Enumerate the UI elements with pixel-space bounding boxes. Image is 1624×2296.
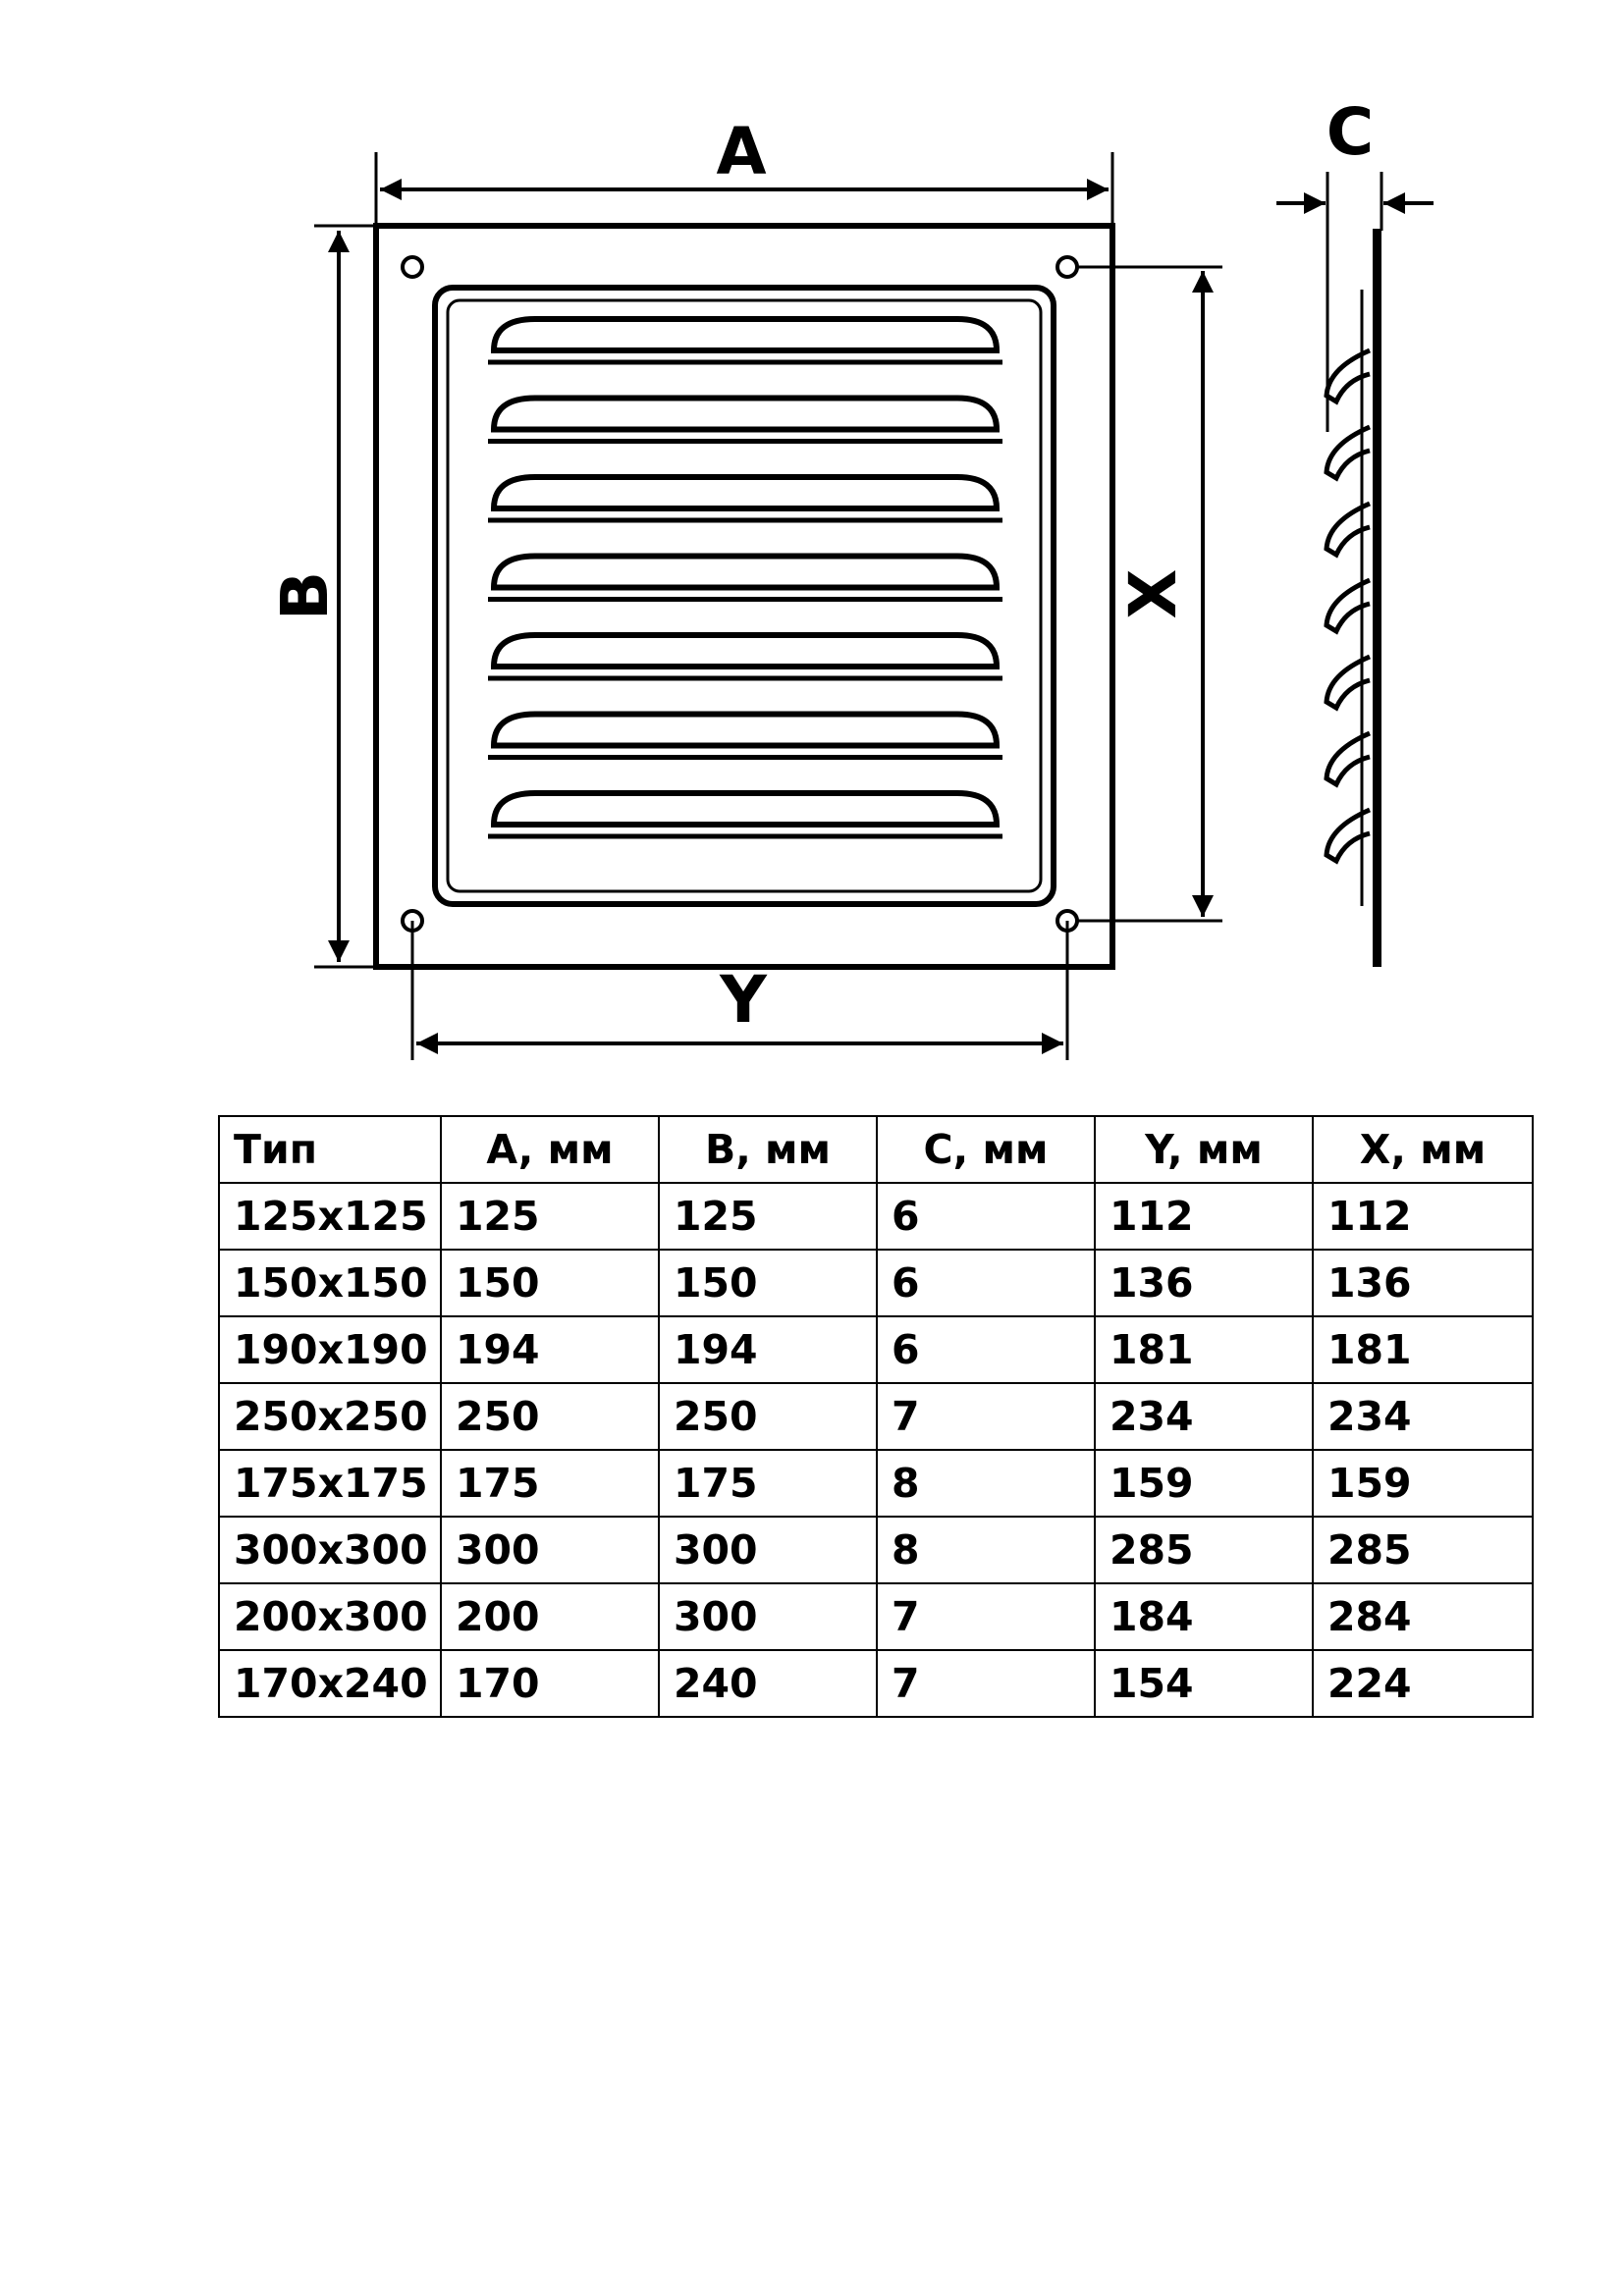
cell-c: 7 [876, 1382, 1096, 1451]
cell-c: 6 [876, 1182, 1096, 1251]
cell-y: 159 [1094, 1449, 1314, 1518]
cell-x: 112 [1312, 1182, 1534, 1251]
side-louvre [1324, 807, 1371, 865]
cell-a: 125 [440, 1182, 660, 1251]
cell-a: 194 [440, 1315, 660, 1384]
cell-x: 285 [1312, 1516, 1534, 1584]
header-y: Y, мм [1094, 1115, 1314, 1184]
cell-b: 300 [658, 1582, 878, 1651]
table-row: 150x150 150 150 6 136 136 [218, 1249, 1534, 1317]
louvre-slat [490, 474, 1001, 511]
cell-y: 184 [1094, 1582, 1314, 1651]
dim-a-label: A [716, 114, 766, 189]
grille-side-view [1324, 229, 1381, 967]
table-row: 175x175 175 175 8 159 159 [218, 1449, 1534, 1518]
side-louvre [1324, 654, 1371, 712]
cell-a: 150 [440, 1249, 660, 1317]
cell-x: 224 [1312, 1649, 1534, 1718]
cell-b: 300 [658, 1516, 878, 1584]
table-row: 125x125 125 125 6 112 112 [218, 1182, 1534, 1251]
cell-a: 175 [440, 1449, 660, 1518]
cell-b: 250 [658, 1382, 878, 1451]
cell-type: 200x300 [218, 1582, 442, 1651]
cell-type: 150x150 [218, 1249, 442, 1317]
table-row: 250x250 250 250 7 234 234 [218, 1382, 1534, 1451]
louvre-slat [490, 711, 1001, 749]
cell-b: 194 [658, 1315, 878, 1384]
side-louvre [1324, 501, 1371, 559]
cell-y: 136 [1094, 1249, 1314, 1317]
table-header-row: Тип A, мм B, мм C, мм Y, мм X, мм [218, 1115, 1534, 1184]
cell-a: 170 [440, 1649, 660, 1718]
cell-type: 250x250 [218, 1382, 442, 1451]
cell-type: 190x190 [218, 1315, 442, 1384]
cell-c: 6 [876, 1315, 1096, 1384]
cell-x: 234 [1312, 1382, 1534, 1451]
cell-type: 300x300 [218, 1516, 442, 1584]
louvre-slat [490, 790, 1001, 828]
cell-y: 181 [1094, 1315, 1314, 1384]
dim-y-label: Y [719, 962, 768, 1038]
cell-c: 8 [876, 1516, 1096, 1584]
header-b: B, мм [658, 1115, 878, 1184]
cell-type: 170x240 [218, 1649, 442, 1718]
side-louvre [1324, 577, 1371, 635]
louvre-slat [490, 632, 1001, 669]
cell-a: 200 [440, 1582, 660, 1651]
mount-hole-top-right [1056, 255, 1079, 279]
mount-hole-top-left [401, 255, 424, 279]
cell-a: 300 [440, 1516, 660, 1584]
cell-x: 181 [1312, 1315, 1534, 1384]
dim-b-label: B [267, 571, 343, 620]
grille-inner-frame [432, 285, 1056, 907]
cell-y: 285 [1094, 1516, 1314, 1584]
side-louvre [1324, 424, 1371, 482]
louvre-slats [488, 316, 1002, 839]
table-row: 190x190 194 194 6 181 181 [218, 1315, 1534, 1384]
cell-c: 6 [876, 1249, 1096, 1317]
grille-inner-frame-line [446, 298, 1043, 893]
louvre-slat [490, 553, 1001, 591]
header-x: X, мм [1312, 1115, 1534, 1184]
cell-c: 7 [876, 1582, 1096, 1651]
header-a: A, мм [440, 1115, 660, 1184]
table-row: 170x240 170 240 7 154 224 [218, 1649, 1534, 1718]
header-type: Тип [218, 1115, 442, 1184]
header-c: C, мм [876, 1115, 1096, 1184]
cell-b: 175 [658, 1449, 878, 1518]
dim-x-label: X [1115, 569, 1191, 619]
dim-c-label: C [1326, 94, 1374, 170]
table-row: 300x300 300 300 8 285 285 [218, 1516, 1534, 1584]
cell-y: 112 [1094, 1182, 1314, 1251]
cell-y: 234 [1094, 1382, 1314, 1451]
cell-x: 284 [1312, 1582, 1534, 1651]
cell-x: 159 [1312, 1449, 1534, 1518]
grille-technical-drawing: A B Y X C [231, 93, 1537, 1090]
side-louvre [1324, 730, 1371, 788]
table-row: 200x300 200 300 7 184 284 [218, 1582, 1534, 1651]
grille-outer-frame [373, 223, 1115, 970]
cell-type: 125x125 [218, 1182, 442, 1251]
cell-c: 7 [876, 1649, 1096, 1718]
louvre-slat [490, 395, 1001, 433]
cell-x: 136 [1312, 1249, 1534, 1317]
cell-b: 240 [658, 1649, 878, 1718]
side-view-plate [1373, 229, 1381, 967]
cell-type: 175x175 [218, 1449, 442, 1518]
cell-b: 125 [658, 1182, 878, 1251]
cell-y: 154 [1094, 1649, 1314, 1718]
grille-size-table: Тип A, мм B, мм C, мм Y, мм X, мм 125x12… [218, 1115, 1534, 1718]
louvre-slat [490, 316, 1001, 353]
grille-drawing-svg: A B Y X C [267, 94, 1434, 1060]
cell-b: 150 [658, 1249, 878, 1317]
cell-c: 8 [876, 1449, 1096, 1518]
cell-a: 250 [440, 1382, 660, 1451]
